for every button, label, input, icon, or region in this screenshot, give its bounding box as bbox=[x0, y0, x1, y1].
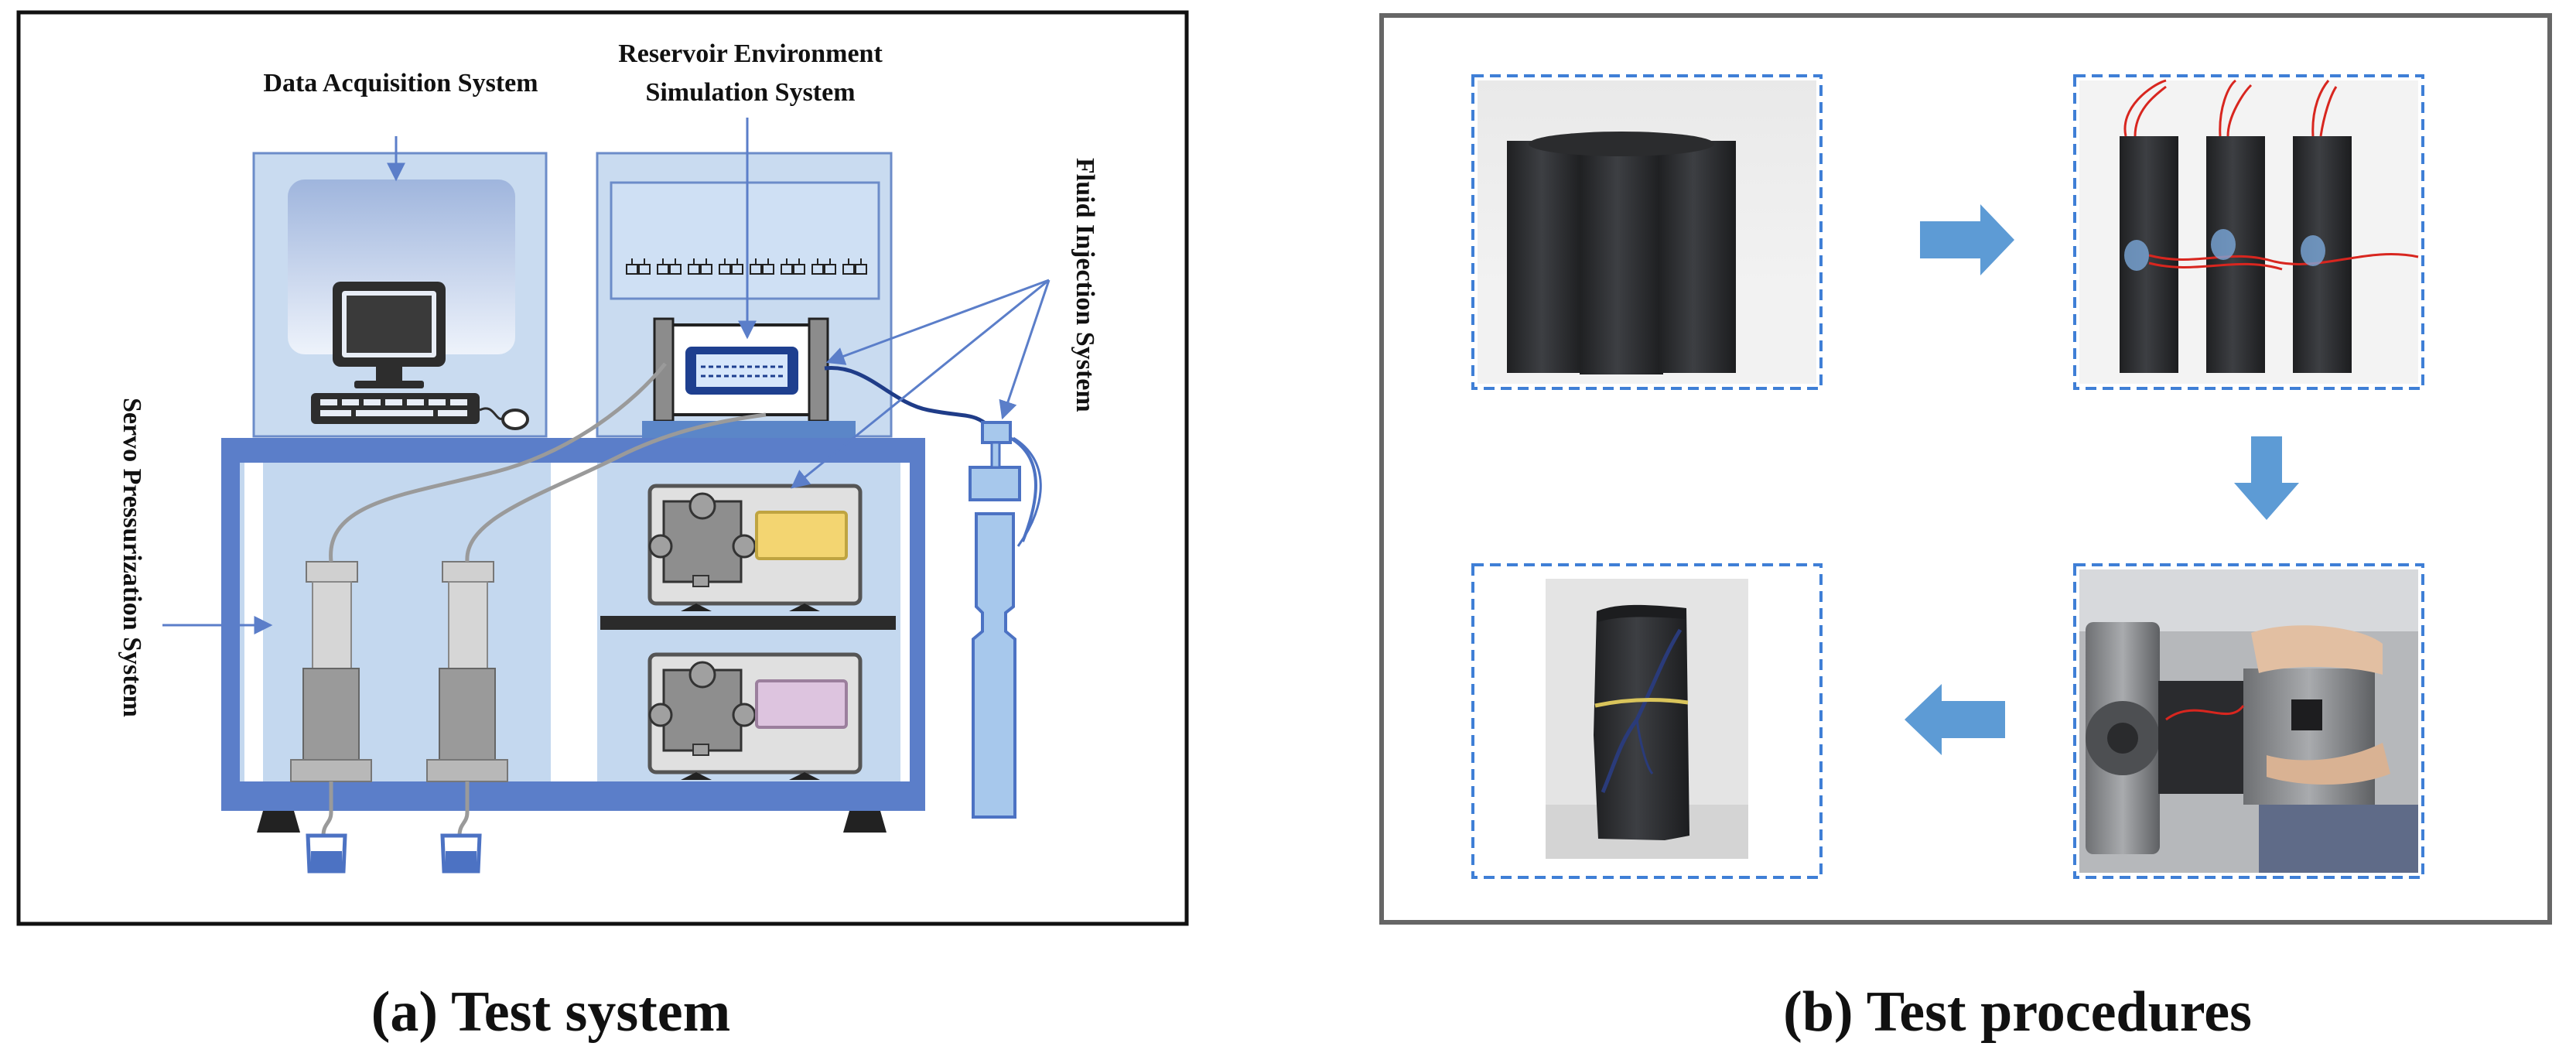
servo-pump-lower bbox=[647, 652, 863, 780]
pressure-cylinder-left bbox=[290, 561, 372, 782]
label-reservoir-line1: Reservoir Environment bbox=[618, 39, 883, 68]
reservoir-simulation-cabinet bbox=[596, 152, 893, 438]
label-servo-pressurization: Servo Pressurization System bbox=[118, 398, 146, 717]
shelf-divider bbox=[600, 616, 896, 630]
control-panel bbox=[610, 181, 880, 300]
photo-sample-in-holder bbox=[2073, 563, 2424, 879]
process-arrows bbox=[1905, 204, 2299, 755]
data-acquisition-cabinet bbox=[252, 152, 548, 438]
fluid-injection-vessel bbox=[969, 421, 1042, 819]
tubing bbox=[321, 362, 767, 836]
photo-fractured-sample bbox=[1471, 563, 1823, 879]
arrow-left-icon bbox=[1905, 684, 2005, 755]
photo-core-samples bbox=[1471, 74, 1823, 390]
panel-a-test-system: Data Acquisition System Reservoir Enviro… bbox=[16, 10, 1189, 926]
caption-panel-b: (b) Test procedures bbox=[1783, 980, 2252, 1044]
arrow-right-icon bbox=[1920, 204, 2014, 275]
caption-panel-a: (a) Test system bbox=[371, 980, 731, 1044]
label-data-acquisition: Data Acquisition System bbox=[263, 69, 538, 97]
valve-icons bbox=[626, 258, 867, 275]
photo-strain-gauged-samples bbox=[2073, 74, 2424, 390]
beaker-icon-right bbox=[440, 833, 482, 874]
servo-pump-upper bbox=[647, 484, 863, 611]
arrow-down-icon bbox=[2234, 436, 2299, 520]
label-fluid-injection: Fluid Injection System bbox=[1071, 158, 1099, 412]
label-reservoir-line2: Simulation System bbox=[645, 78, 855, 107]
beaker-icon-left bbox=[306, 833, 347, 874]
pointer-lines bbox=[162, 118, 1051, 634]
computer-icon bbox=[311, 282, 529, 430]
panel-b-test-procedures bbox=[1379, 13, 2552, 925]
